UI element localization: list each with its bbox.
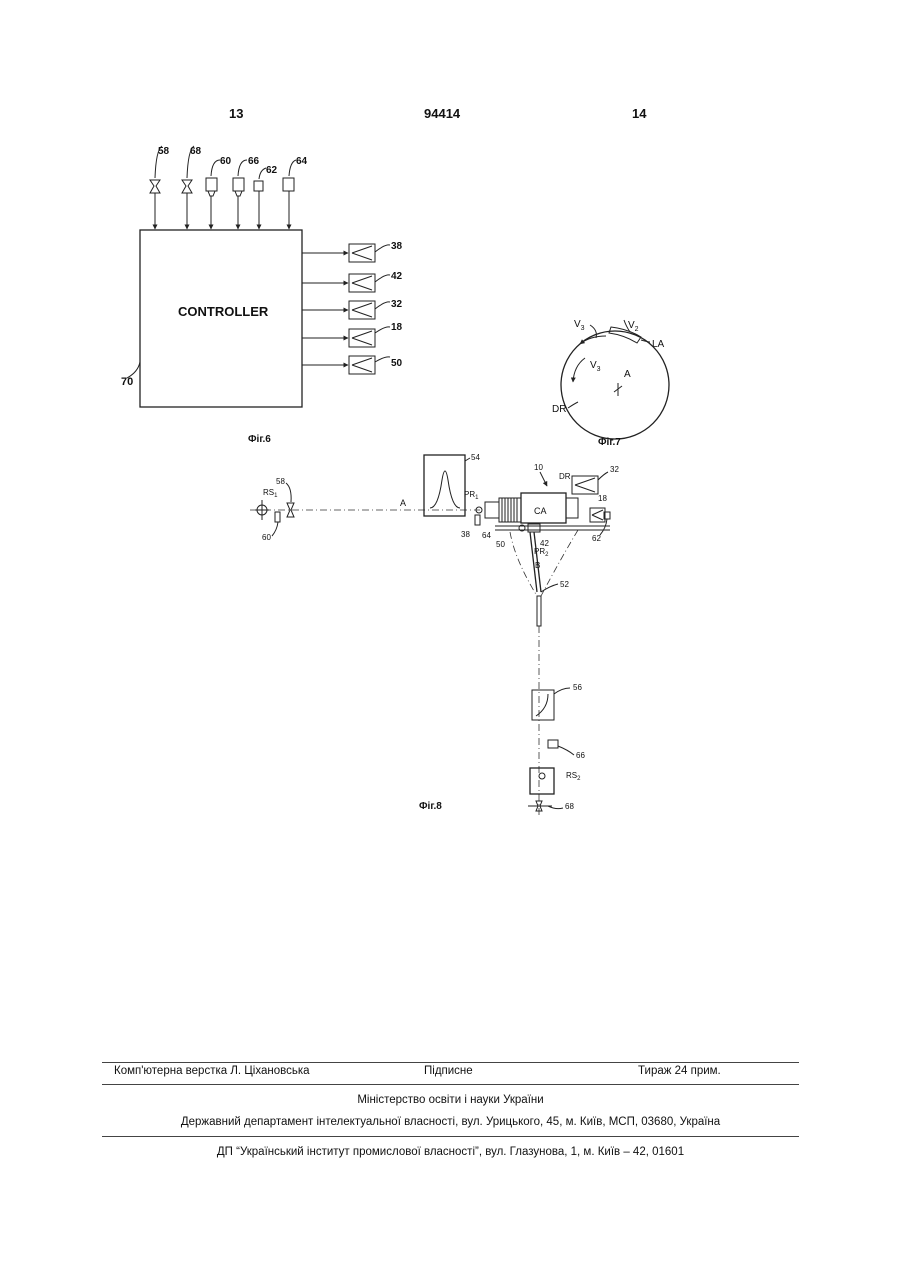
sensor-66-fig8: 66 <box>548 740 585 760</box>
footer-ministry: Міністерство освіти і науки України <box>102 1094 799 1106</box>
ref-rs2: RS2 <box>566 771 581 782</box>
sensor-68-fig8: 68 <box>528 801 574 811</box>
ref-50-fig8: 50 <box>496 540 505 549</box>
ref-62-fig8: 62 <box>592 534 601 543</box>
ref-66: 66 <box>248 156 260 167</box>
ref-32: 32 <box>391 299 403 310</box>
ref-38-fig8: 38 <box>461 530 470 539</box>
ref-42: 42 <box>391 271 403 282</box>
ref-pr1: PR1 <box>464 490 479 501</box>
label-axis-a: A <box>624 369 631 380</box>
element-56: 56 <box>532 683 582 720</box>
ref-60: 60 <box>262 533 271 542</box>
ref-b: B <box>535 561 540 570</box>
label-v3-inner: V3 <box>590 360 601 373</box>
ref-62: 62 <box>266 165 278 176</box>
sensor-64: 64 <box>283 156 308 229</box>
drum-assembly: CA 10 DR 32 18 62 <box>485 463 619 543</box>
sensor-62: 62 <box>254 165 278 229</box>
sensor-68: 68 <box>182 146 202 229</box>
ref-10: 10 <box>534 463 543 472</box>
ref-68: 68 <box>190 146 202 157</box>
sensor-60: 60 <box>206 156 232 229</box>
ref-58-fig8: 58 <box>276 477 285 486</box>
ref-axis-a: A <box>400 498 406 508</box>
ref-50: 50 <box>391 358 403 369</box>
actuator-42: 42 <box>302 271 403 292</box>
sensor-58-fig8: 58 <box>276 477 294 517</box>
ref-52: 52 <box>560 580 569 589</box>
ref-18: 18 <box>391 322 403 333</box>
label-dr: DR <box>552 404 566 415</box>
patent-drawings: CONTROLLER 70 58 68 60 <box>0 0 901 860</box>
controller-label: CONTROLLER <box>178 304 269 319</box>
actuator-18: 18 <box>302 322 403 347</box>
actuator-32: 32 <box>302 299 403 319</box>
footer-rule-top <box>102 1062 799 1063</box>
footer-rule-bottom <box>102 1136 799 1137</box>
footer-circulation: Тираж 24 прим. <box>638 1065 721 1077</box>
fig7-caption: Фіг.7 <box>598 437 621 448</box>
fig8-caption: Фіг.8 <box>419 801 442 812</box>
ref-rs1: RS1 <box>263 488 278 499</box>
ref-56: 56 <box>573 683 582 692</box>
footer-rule-middle <box>102 1084 799 1085</box>
ref-ca: CA <box>534 506 547 516</box>
sensor-66: 66 <box>233 156 260 229</box>
sensor-58: 58 <box>150 146 170 229</box>
ref-38: 38 <box>391 241 403 252</box>
ref-68-fig8: 68 <box>565 802 574 811</box>
footer-department: Державний департамент інтелектуальної вл… <box>102 1116 799 1128</box>
rs2-element: RS2 <box>530 768 581 794</box>
label-v3-outer: V3 <box>574 319 585 332</box>
footer-row: Комп'ютерна верстка Л. Ціхановська Підпи… <box>102 1065 799 1081</box>
footer-institute: ДП “Український інститут промислової вла… <box>102 1146 799 1158</box>
fig6-block-diagram: CONTROLLER 70 58 68 60 <box>121 146 403 407</box>
actuator-50: 50 <box>302 356 403 374</box>
ref-64: 64 <box>296 156 308 167</box>
ref-32-fig8: 32 <box>610 465 619 474</box>
fig7-drum-diagram: LA V3 V2 V3 A DR <box>552 319 669 439</box>
footer-signed: Підписне <box>424 1065 473 1077</box>
ref-66-fig8: 66 <box>576 751 585 760</box>
rs1-element: RS1 60 <box>255 488 280 542</box>
pulse-display-54: 54 <box>424 453 480 516</box>
actuator-38: 38 <box>302 241 403 262</box>
fig6-caption: Фіг.6 <box>248 434 271 445</box>
footer-layout: Комп'ютерна верстка Л. Ціхановська <box>114 1065 310 1077</box>
label-la: LA <box>652 339 665 350</box>
ref-dr-fig8: DR <box>559 472 571 481</box>
ref-64-fig8: 64 <box>482 531 491 540</box>
fig8-apparatus-diagram: A RS1 60 58 54 PR1 38 <box>250 453 619 815</box>
ref-54: 54 <box>471 453 480 462</box>
ref-60: 60 <box>220 156 232 167</box>
ref-58: 58 <box>158 146 170 157</box>
ref-18-fig8: 18 <box>598 494 607 503</box>
